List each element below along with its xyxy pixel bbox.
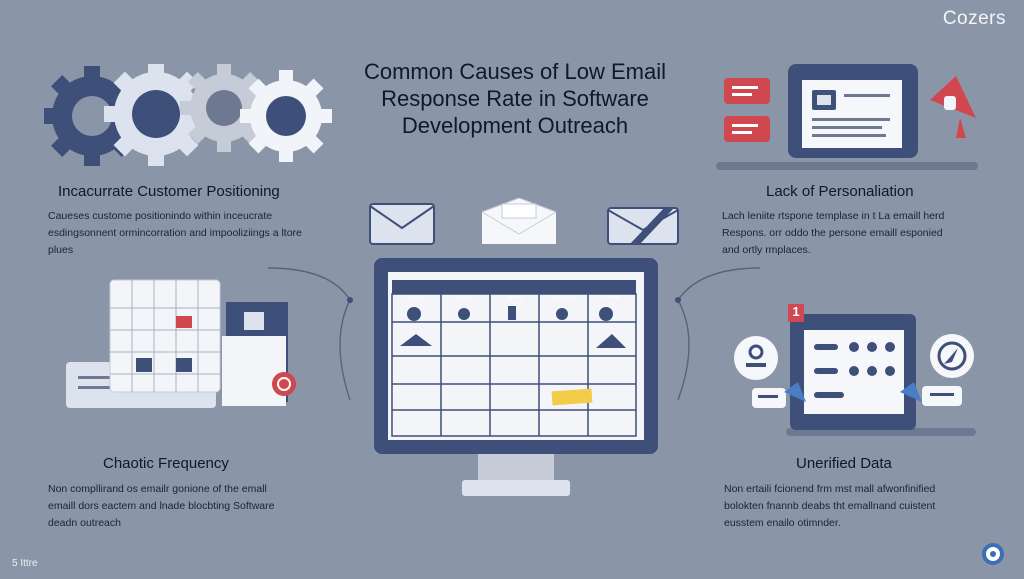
title-line-1: Common Causes of Low Email [363, 59, 666, 84]
calendar-header-labels: Deloxy Deloxy Delesy Delessary Delesy [392, 295, 636, 301]
notification-badge-label: 1 [792, 304, 800, 319]
title-line-3: Development Outreach [401, 113, 629, 138]
calendar-header-bar [392, 280, 636, 294]
checklist-illustration [734, 304, 976, 436]
pointer-icon [900, 382, 922, 402]
data-line: Non ertaili fcionend frm mst mall afwonf… [724, 483, 936, 495]
page-title: Common Causes of Low Email Response Rate… [330, 58, 700, 139]
envelopes-group [369, 198, 679, 245]
positioning-body: Caueses custome positionindo within ince… [48, 208, 328, 259]
user-icon [734, 336, 778, 380]
personalization-line: Lach leniite rtspone templase in t La em… [722, 210, 945, 222]
data-line: bolokten fnannb deabs tht emallnand cuis… [724, 500, 936, 512]
megaphone-icon [930, 76, 976, 138]
logo-badge-icon [982, 543, 1004, 565]
calendar-header-label: Delessary [552, 295, 575, 301]
frequency-body: Non compllirand os emailr gonione of the… [48, 481, 328, 532]
positioning-line: esdingsonnent ormincorration and impooli… [48, 227, 302, 239]
frequency-line: Non compllirand os emailr gonione of the… [48, 483, 267, 495]
title-line-2: Response Rate in Software [381, 86, 649, 111]
envelope-icon [607, 207, 679, 245]
data-line: eusstem enailo otimnder. [724, 517, 841, 529]
document-chat-illustration [716, 64, 978, 170]
footer-text: 5 Ittre [12, 558, 38, 569]
chat-bubble-icon [752, 388, 786, 408]
positioning-line: plues [48, 244, 74, 256]
calendar-header-label: Delesy [506, 295, 523, 301]
chat-bubble-icon [922, 386, 962, 406]
positioning-line: Caueses custome positionindo within ince… [48, 210, 273, 222]
pointer-icon [784, 382, 806, 402]
frequency-line: emaill dors eactem and lnade blocbting S… [48, 500, 275, 512]
chat-bubble-icon [724, 78, 770, 142]
notification-badge [788, 304, 804, 322]
personalization-line: and ortly rmplaces. [722, 244, 811, 256]
calendar-clock-illustration [66, 279, 296, 408]
data-body: Non ertaili fcionend frm mst mall afwonf… [724, 481, 1004, 532]
calendar-header-label: Delesy [604, 295, 620, 301]
compass-icon [930, 334, 974, 378]
calendar-badge-icons [400, 306, 626, 348]
calendar-header-label: Deloxy [457, 295, 474, 301]
brand-logo: Cozers [942, 8, 1006, 29]
frequency-title: Chaotic Frequency [103, 455, 229, 472]
calendar-icon [109, 279, 221, 393]
personalization-title: Lack of Personaliation [766, 183, 914, 200]
envelope-icon [369, 203, 435, 245]
gear-icon [240, 70, 332, 162]
data-title: Unerified Data [796, 455, 892, 472]
page-stack [222, 336, 286, 406]
positioning-title: Incacurrate Customer Positioning [58, 183, 280, 200]
frequency-line: deadn outreach [48, 517, 121, 529]
open-envelope-icon [481, 198, 557, 244]
gears-illustration [44, 64, 332, 166]
personalization-body: Lach leniite rtspone templase in t La em… [722, 208, 1002, 259]
calendar-header-label: Deloxy [408, 295, 425, 301]
monitor-neck [478, 454, 554, 480]
personalization-line: Respons. orr oddo the persone emaill esp… [722, 227, 943, 239]
clock-icon [272, 372, 296, 396]
calendar-grid [391, 293, 637, 437]
gear-icon [180, 64, 268, 152]
monitor-calendar-illustration [374, 258, 658, 496]
sticky-note [551, 388, 593, 406]
monitor-base [462, 480, 570, 496]
